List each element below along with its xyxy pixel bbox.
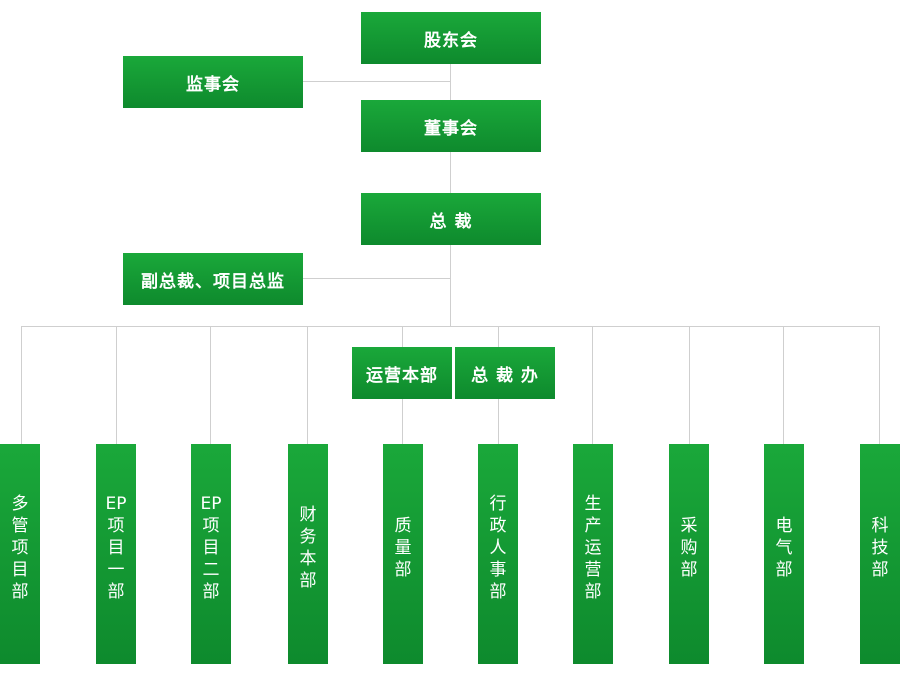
- department-label-8: 采 购 部: [680, 516, 698, 580]
- department-node-5: 质 量 部: [383, 444, 423, 664]
- department-node-8: 采 购 部: [669, 444, 709, 664]
- department-label-4: 财 务 本 部: [299, 505, 317, 591]
- department-node-4: 财 务 本 部: [288, 444, 328, 664]
- shareholders-label: 股东会: [424, 30, 478, 51]
- department-node-2: EP 项 目 一 部: [96, 444, 136, 664]
- department-node-10: 科 技 部: [860, 444, 900, 664]
- department-node-9: 电 气 部: [764, 444, 804, 664]
- board-node: 董事会: [361, 100, 541, 152]
- supervisors-label: 监事会: [186, 74, 240, 95]
- operations-label: 运营本部: [366, 365, 438, 386]
- department-node-6: 行 政 人 事 部: [478, 444, 518, 664]
- president-office-node: 总 裁 办: [455, 347, 555, 399]
- president-office-label: 总 裁 办: [471, 365, 539, 386]
- department-label-9: 电 气 部: [775, 516, 793, 580]
- president-label: 总 裁: [429, 211, 473, 232]
- supervisors-node: 监事会: [123, 56, 303, 108]
- department-node-3: EP 项 目 二 部: [191, 444, 231, 664]
- department-node-1: 多 管 项 目 部: [0, 444, 40, 664]
- president-node: 总 裁: [361, 193, 541, 245]
- department-label-10: 科 技 部: [871, 516, 889, 580]
- department-label-2: EP 项 目 一 部: [105, 494, 127, 602]
- department-node-7: 生 产 运 营 部: [573, 444, 613, 664]
- vp-label: 副总裁、项目总监: [141, 271, 285, 292]
- shareholders-node: 股东会: [361, 12, 541, 64]
- department-label-3: EP 项 目 二 部: [200, 494, 222, 602]
- operations-node: 运营本部: [352, 347, 452, 399]
- department-label-7: 生 产 运 营 部: [584, 494, 602, 602]
- vp-node: 副总裁、项目总监: [123, 253, 303, 305]
- department-label-5: 质 量 部: [394, 516, 412, 580]
- board-label: 董事会: [424, 118, 478, 139]
- department-label-1: 多 管 项 目 部: [11, 494, 29, 602]
- department-label-6: 行 政 人 事 部: [489, 494, 507, 602]
